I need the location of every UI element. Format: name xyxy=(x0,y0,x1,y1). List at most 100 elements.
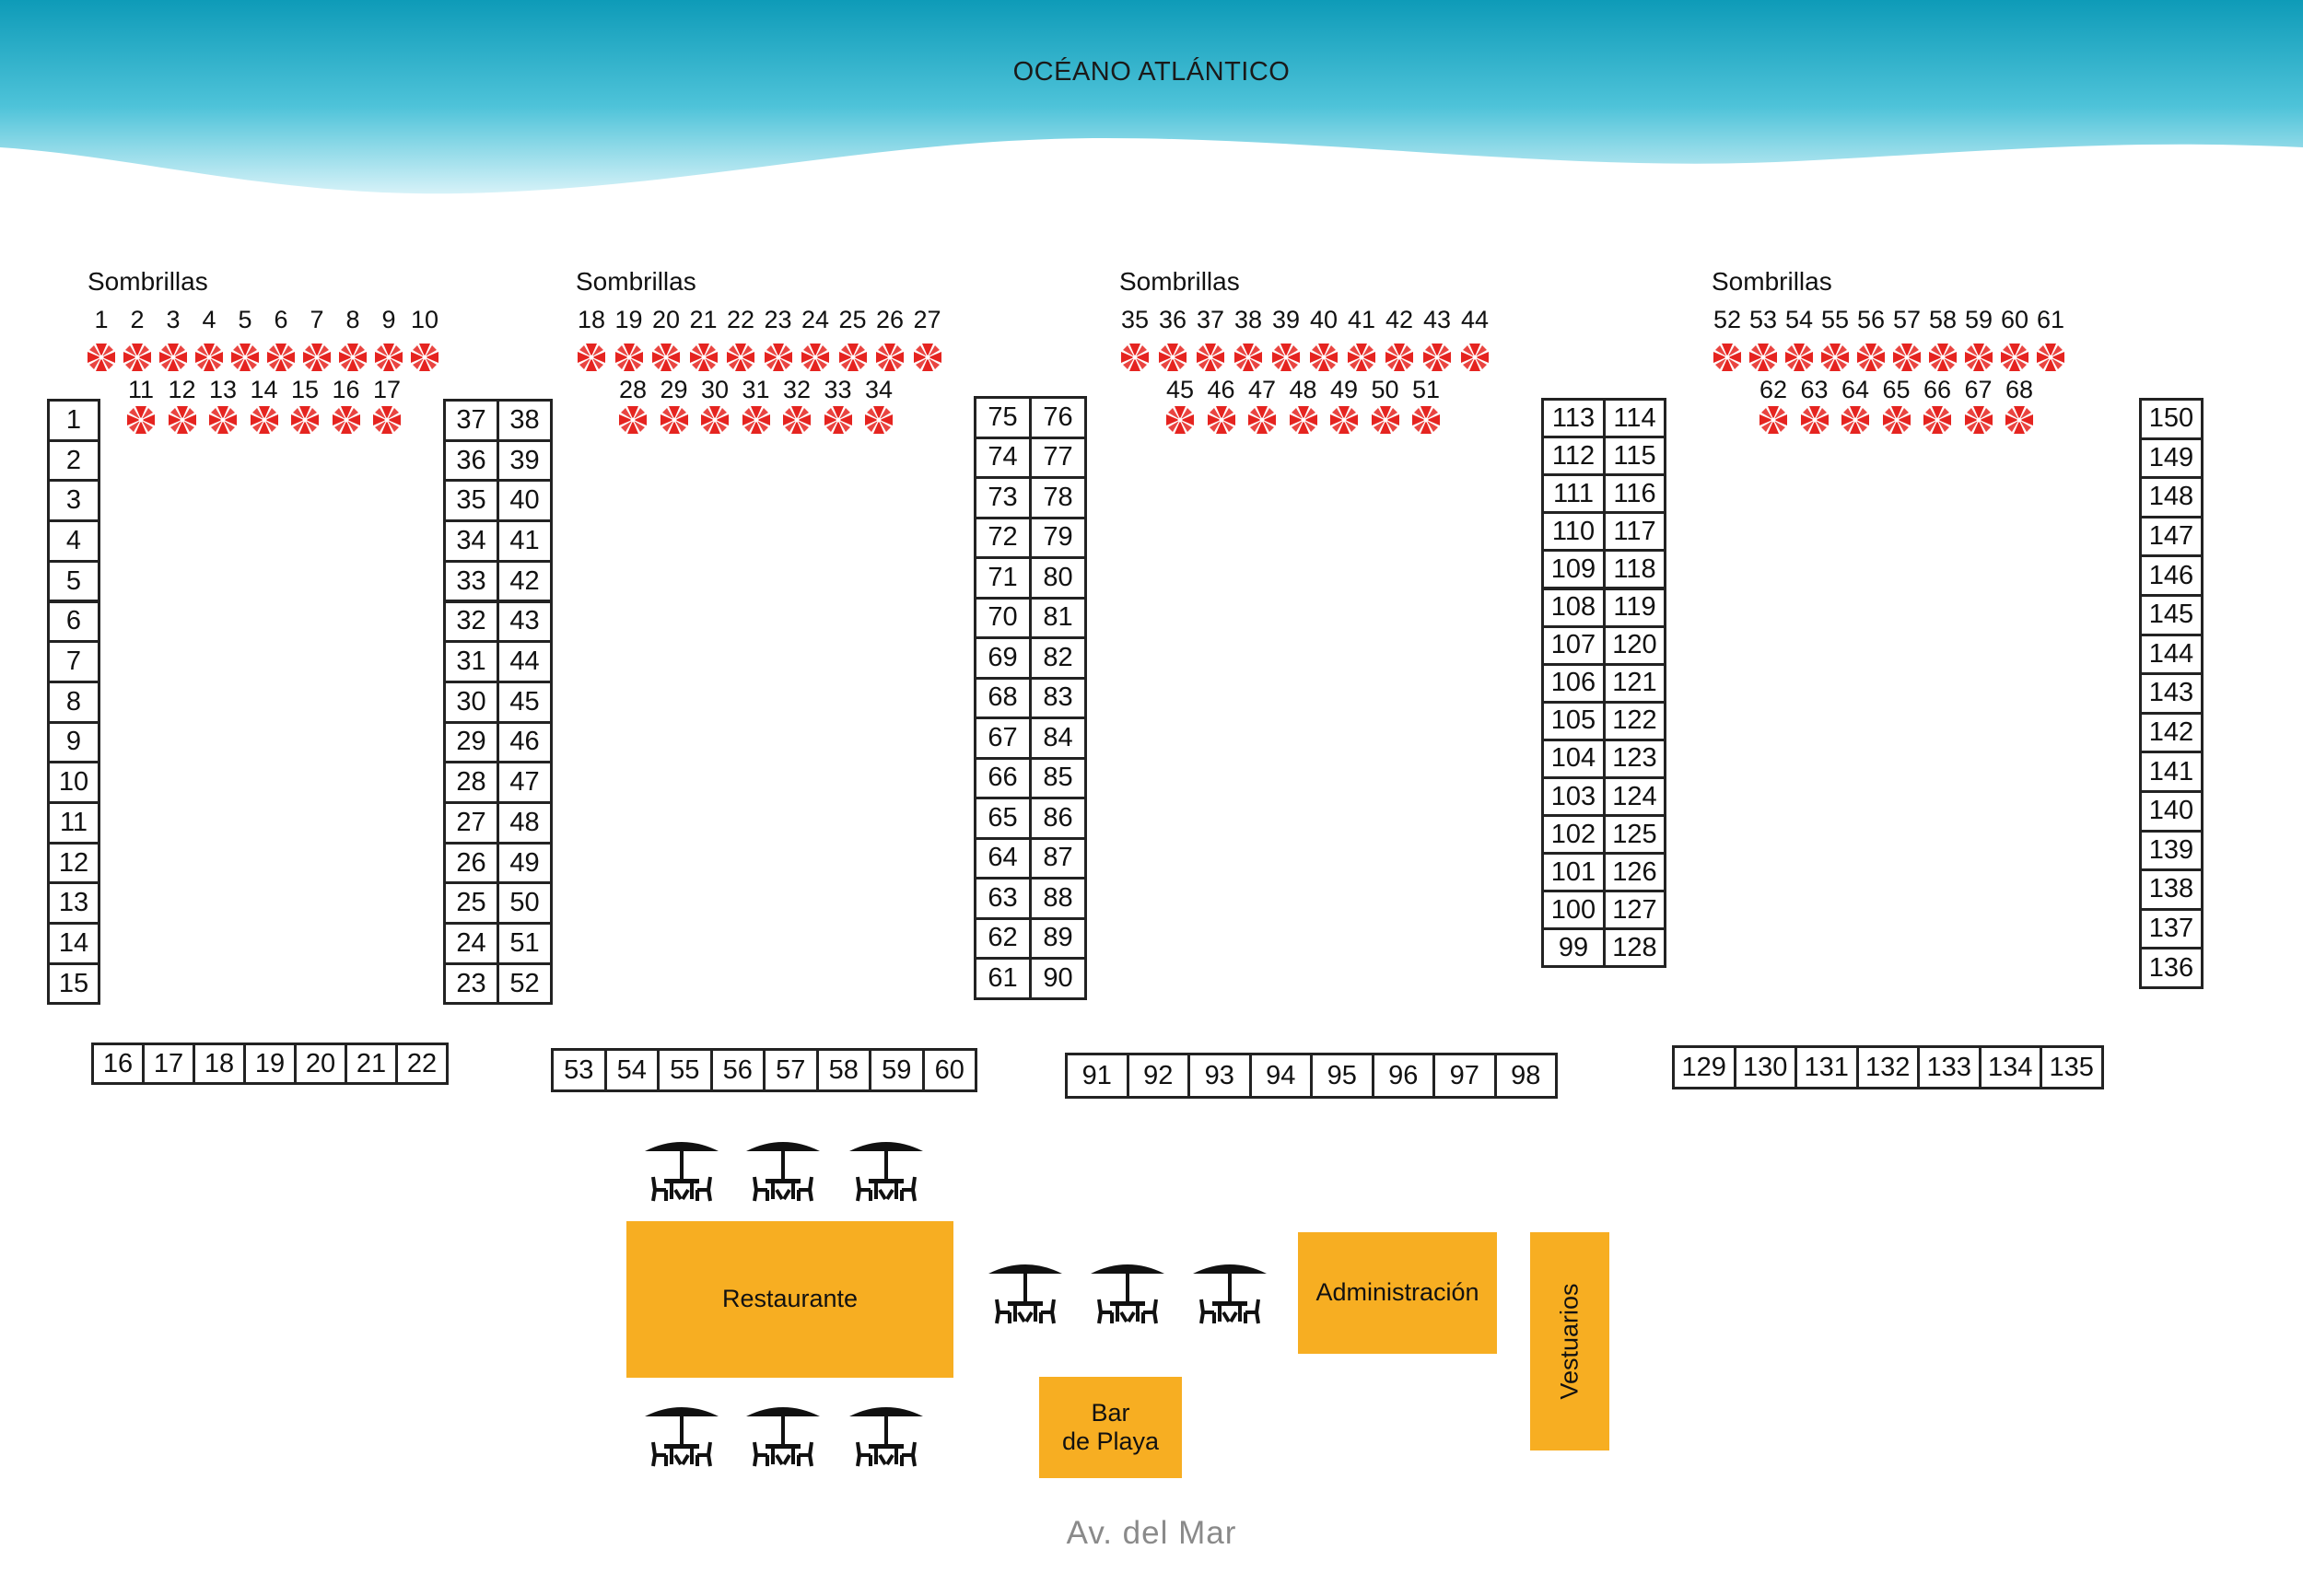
hammock-cell[interactable]: 135 xyxy=(2040,1045,2104,1089)
hammock-cell[interactable]: 57 xyxy=(763,1048,819,1092)
hammock-cell[interactable]: 141 xyxy=(2139,751,2204,793)
hammock-cell[interactable]: 35 xyxy=(443,479,499,523)
hammock-cell[interactable]: 49 xyxy=(497,841,553,885)
hammock-cell[interactable]: 128 xyxy=(1603,927,1666,969)
umbrella-icon[interactable] xyxy=(862,403,895,437)
hammock-cell[interactable]: 39 xyxy=(497,438,553,483)
hammock-cell[interactable]: 91 xyxy=(1065,1053,1129,1099)
hammock-cell[interactable]: 98 xyxy=(1493,1053,1558,1099)
hammock-cell[interactable]: 90 xyxy=(1029,957,1087,1000)
hammock-cell[interactable]: 22 xyxy=(395,1043,449,1085)
hammock-cell[interactable]: 56 xyxy=(709,1048,766,1092)
hammock-cell[interactable]: 62 xyxy=(974,916,1032,960)
hammock-cell[interactable]: 52 xyxy=(497,961,553,1006)
hammock-cell[interactable]: 70 xyxy=(974,596,1032,639)
umbrella-icon[interactable] xyxy=(206,403,240,437)
hammock-cell[interactable]: 86 xyxy=(1029,797,1087,840)
hammock-cell[interactable]: 139 xyxy=(2139,829,2204,872)
hammock-cell[interactable]: 28 xyxy=(443,761,499,804)
hammock-cell[interactable]: 2 xyxy=(47,438,100,483)
hammock-cell[interactable]: 61 xyxy=(974,957,1032,1000)
hammock-cell[interactable]: 148 xyxy=(2139,476,2204,518)
umbrella-icon[interactable] xyxy=(649,341,683,374)
umbrella-icon[interactable] xyxy=(1232,341,1265,374)
umbrella-icon[interactable] xyxy=(85,341,118,374)
hammock-cell[interactable]: 123 xyxy=(1603,738,1666,779)
hammock-cell[interactable]: 134 xyxy=(1978,1045,2042,1089)
umbrella-icon[interactable] xyxy=(1998,341,2031,374)
umbrella-icon[interactable] xyxy=(1921,403,1954,437)
umbrella-icon[interactable] xyxy=(1420,341,1454,374)
hammock-cell[interactable]: 108 xyxy=(1541,587,1606,628)
hammock-cell[interactable]: 26 xyxy=(443,841,499,885)
hammock-cell[interactable]: 4 xyxy=(47,519,100,563)
hammock-cell[interactable]: 58 xyxy=(815,1048,871,1092)
administration-building[interactable]: Administración xyxy=(1298,1232,1497,1354)
hammock-cell[interactable]: 19 xyxy=(243,1043,297,1085)
hammock-cell[interactable]: 142 xyxy=(2139,711,2204,754)
hammock-cell[interactable]: 104 xyxy=(1541,738,1606,779)
hammock-cell[interactable]: 87 xyxy=(1029,836,1087,880)
hammock-cell[interactable]: 99 xyxy=(1541,927,1606,969)
umbrella-icon[interactable] xyxy=(1926,341,1959,374)
umbrella-icon[interactable] xyxy=(288,403,321,437)
hammock-cell[interactable]: 64 xyxy=(974,836,1032,880)
hammock-cell[interactable]: 50 xyxy=(497,881,553,926)
hammock-cell[interactable]: 25 xyxy=(443,881,499,926)
hammock-cell[interactable]: 18 xyxy=(193,1043,246,1085)
hammock-cell[interactable]: 30 xyxy=(443,680,499,724)
hammock-cell[interactable]: 103 xyxy=(1541,776,1606,818)
umbrella-icon[interactable] xyxy=(1962,341,1995,374)
hammock-cell[interactable]: 14 xyxy=(47,922,100,965)
umbrella-icon[interactable] xyxy=(836,341,870,374)
hammock-cell[interactable]: 63 xyxy=(974,877,1032,920)
umbrella-icon[interactable] xyxy=(780,403,813,437)
hammock-cell[interactable]: 147 xyxy=(2139,515,2204,558)
umbrella-icon[interactable] xyxy=(1798,403,1831,437)
hammock-cell[interactable]: 143 xyxy=(2139,672,2204,715)
hammock-cell[interactable]: 146 xyxy=(2139,554,2204,597)
hammock-cell[interactable]: 136 xyxy=(2139,947,2204,989)
hammock-cell[interactable]: 40 xyxy=(497,479,553,523)
umbrella-icon[interactable] xyxy=(698,403,731,437)
umbrella-icon[interactable] xyxy=(1880,403,1913,437)
umbrella-icon[interactable] xyxy=(1747,341,1780,374)
hammock-cell[interactable]: 74 xyxy=(974,436,1032,479)
hammock-cell[interactable]: 92 xyxy=(1126,1053,1190,1099)
hammock-cell[interactable]: 34 xyxy=(443,519,499,563)
hammock-cell[interactable]: 79 xyxy=(1029,516,1087,559)
hammock-cell[interactable]: 84 xyxy=(1029,716,1087,760)
umbrella-icon[interactable] xyxy=(1962,403,1995,437)
hammock-cell[interactable]: 75 xyxy=(974,396,1032,439)
hammock-cell[interactable]: 46 xyxy=(497,720,553,764)
hammock-cell[interactable]: 81 xyxy=(1029,596,1087,639)
hammock-cell[interactable]: 29 xyxy=(443,720,499,764)
hammock-cell[interactable]: 109 xyxy=(1541,549,1606,590)
hammock-cell[interactable]: 42 xyxy=(497,559,553,603)
hammock-cell[interactable]: 10 xyxy=(47,761,100,804)
hammock-cell[interactable]: 5 xyxy=(47,559,100,603)
umbrella-icon[interactable] xyxy=(193,341,226,374)
hammock-cell[interactable]: 101 xyxy=(1541,852,1606,893)
hammock-cell[interactable]: 125 xyxy=(1603,814,1666,856)
hammock-cell[interactable]: 11 xyxy=(47,801,100,845)
hammock-cell[interactable]: 3 xyxy=(47,479,100,523)
hammock-cell[interactable]: 105 xyxy=(1541,700,1606,741)
hammock-cell[interactable]: 1 xyxy=(47,399,100,442)
hammock-cell[interactable]: 21 xyxy=(345,1043,398,1085)
umbrella-icon[interactable] xyxy=(1245,403,1279,437)
hammock-cell[interactable]: 145 xyxy=(2139,594,2204,636)
umbrella-icon[interactable] xyxy=(1156,341,1189,374)
hammock-cell[interactable]: 112 xyxy=(1541,436,1606,477)
hammock-cell[interactable]: 67 xyxy=(974,716,1032,760)
umbrella-icon[interactable] xyxy=(1118,341,1152,374)
hammock-cell[interactable]: 119 xyxy=(1603,587,1666,628)
umbrella-icon[interactable] xyxy=(613,341,646,374)
umbrella-icon[interactable] xyxy=(616,403,649,437)
hammock-cell[interactable]: 15 xyxy=(47,961,100,1006)
umbrella-icon[interactable] xyxy=(330,403,363,437)
hammock-cell[interactable]: 83 xyxy=(1029,676,1087,719)
umbrella-icon[interactable] xyxy=(1458,341,1491,374)
hammock-cell[interactable]: 6 xyxy=(47,600,100,644)
hammock-cell[interactable]: 96 xyxy=(1371,1053,1435,1099)
